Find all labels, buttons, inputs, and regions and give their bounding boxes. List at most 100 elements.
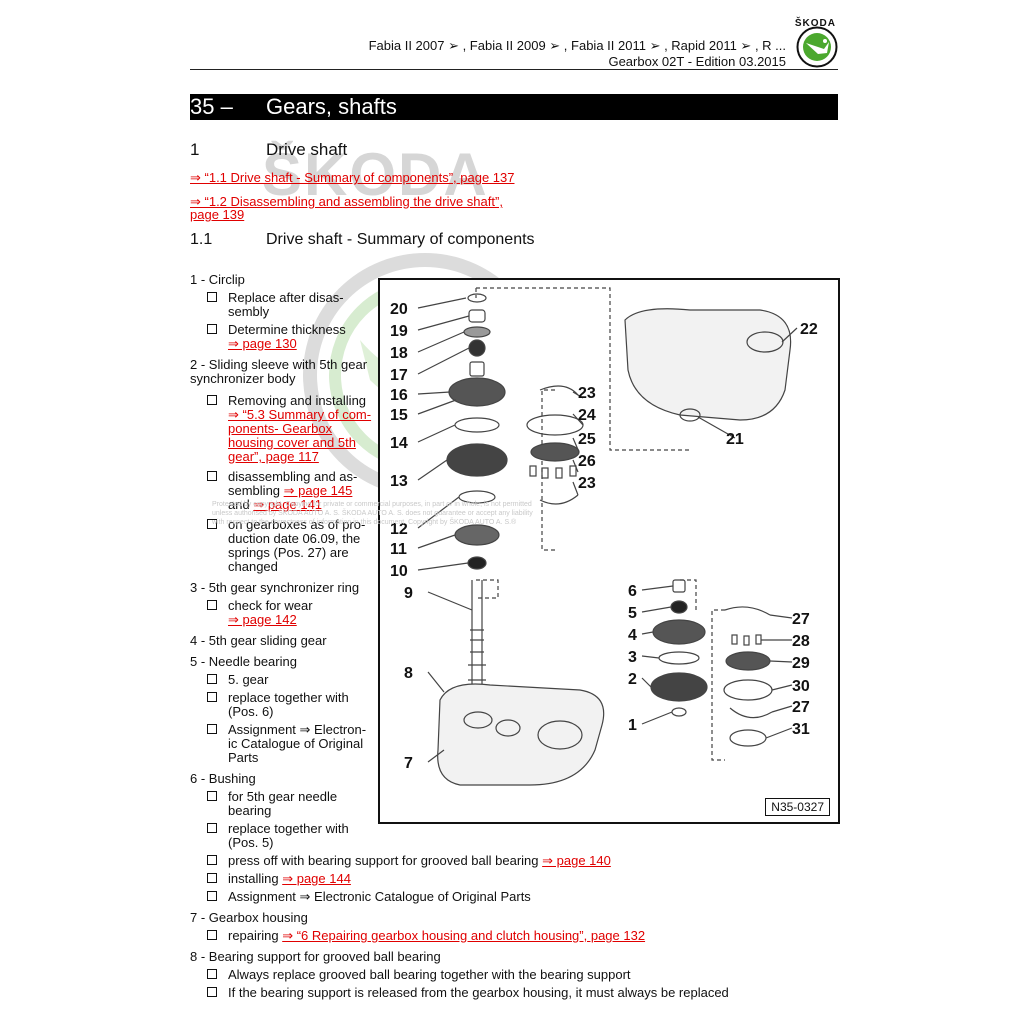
item-1: 1 - Circlip Replace after disas-sembly D… [190,273,750,351]
callout-24: 24 [578,407,596,424]
callout-1: 1 [628,717,637,734]
checkbox-bullet-icon [207,969,217,979]
subchapter-number: 1.1 [190,231,213,248]
callout-28: 28 [792,633,810,650]
bullet-text: sembling [228,483,284,498]
callout-11: 11 [390,541,407,558]
bullet-text: Parts [228,750,259,765]
header-models: Fabia II 2007 ➢ , Fabia II 2009 ➢ , Fabi… [368,38,786,53]
link-gearbox-cover[interactable]: gear”, page 117 [228,449,319,464]
bullet-text: press off with bearing support for groov… [228,853,543,868]
link-gearbox-cover[interactable]: ponents- Gearbox [228,421,333,436]
item-4: 4 - 5th gear sliding gear [190,634,750,648]
callout-17: 17 [390,367,408,384]
callout-22: 22 [800,321,818,338]
bullet-text: and [228,497,254,512]
sub-bullet: disassembling and as- sembling ⇒ page 14… [190,470,750,512]
callout-3: 3 [628,649,637,666]
bullet-text: replace together with [228,690,349,705]
sub-bullet: If the bearing support is released from … [190,986,750,1000]
bullet-text: springs (Pos. 27) are [228,545,349,560]
link-gearbox-cover[interactable]: ⇒ “5.3 Summary of com- [228,407,372,422]
item-title: 1 - Circlip [190,272,245,287]
checkbox-bullet-icon [207,674,217,684]
exploded-drawing: 20 19 18 17 16 15 14 13 12 11 10 9 8 7 2… [390,287,818,786]
item-title: 5 - Needle bearing [190,654,297,669]
callout-7: 7 [404,755,413,772]
bullet-text: sembly [228,304,270,319]
item-title: 4 - 5th gear sliding gear [190,633,327,648]
sub-bullet: Removing and installing ⇒ “5.3 Summary o… [190,394,750,464]
item-title: synchronizer body [190,371,296,386]
callout-15: 15 [390,407,408,424]
bullet-text: (Pos. 5) [228,835,274,850]
section-number: 35 – [190,94,233,119]
callout-27a: 27 [792,611,810,628]
sub-bullet: on gearboxes as of pro- duction date 06.… [190,518,750,574]
callout-31: 31 [792,721,810,738]
link-page-144[interactable]: ⇒ page 144 [282,871,351,886]
bullet-text: (Pos. 6) [228,704,274,719]
checkbox-bullet-icon [207,891,217,901]
link-page-141[interactable]: ⇒ page 141 [253,497,323,512]
link-disassembling-line1[interactable]: ⇒ “1.2 Disassembling and assembling the … [190,194,503,209]
checkbox-bullet-icon [207,873,217,883]
sub-bullet: press off with bearing support for groov… [190,854,750,868]
callout-5: 5 [628,605,637,622]
link-page-142[interactable]: ⇒ page 142 [228,612,297,627]
sub-bullet: Determine thickness⇒ page 130 [190,323,750,351]
checkbox-bullet-icon [207,519,217,529]
bullet-text: Assignment ⇒ Electronic Catalogue of Ori… [228,889,531,904]
sub-bullet: replace together with(Pos. 5) [190,822,750,850]
callout-8: 8 [404,665,413,682]
bullet-text: duction date 06.09, the [228,531,361,546]
bullet-text: on gearboxes as of pro- [228,517,366,532]
item-title: 3 - 5th gear synchronizer ring [190,580,360,595]
link-page-145[interactable]: ⇒ page 145 [283,483,353,498]
notice-line-1: Protected by copyright. Copying for priv… [212,501,532,508]
item-title: 6 - Bushing [190,771,256,786]
copyright-notice: Protected by copyright. Copying for priv… [212,500,632,527]
link-gearbox-cover[interactable]: housing cover and 5th [228,435,356,450]
notice-line-2: unless authorised by ŠKODA AUTO A. S. ŠK… [212,510,533,517]
sub-bullet: Assignment ⇒ Electron-ic Catalogue of Or… [190,723,750,765]
callout-18: 18 [390,345,408,362]
checkbox-bullet-icon [207,324,217,334]
bullet-text: Replace after disas- [228,290,344,305]
exploded-view-figure: 20 19 18 17 16 15 14 13 12 11 10 9 8 7 2… [378,278,840,824]
section-title: Gears, shafts [266,94,397,119]
sub-bullet: replace together with(Pos. 6) [190,691,750,719]
checkbox-bullet-icon [207,930,217,940]
section-bar: 35 – Gears, shafts [190,94,838,120]
link-disassembling-line2[interactable]: page 139 [190,207,245,222]
link-page-130[interactable]: ⇒ page 130 [228,336,297,351]
bullet-text: check for wear [228,598,313,613]
callout-26: 26 [578,453,596,470]
callout-9: 9 [404,585,413,602]
link-repairing-housing[interactable]: ⇒ “6 Repairing gearbox housing and clutc… [282,928,646,943]
callout-20: 20 [390,301,408,318]
sub-bullet: Always replace grooved ball bearing toge… [190,968,750,982]
notice-line-3: with respect to the correctness of infor… [212,519,517,526]
callout-29: 29 [792,655,810,672]
callout-19: 19 [390,323,408,340]
callout-13: 13 [390,473,408,490]
bullet-text: bearing [228,803,272,818]
sub-bullet: check for wear⇒ page 142 [190,599,750,627]
callout-25: 25 [578,431,596,448]
callout-23a: 23 [578,385,596,402]
checkbox-bullet-icon [207,395,217,405]
item-5: 5 - Needle bearing 5. gear replace toget… [190,655,750,765]
link-page-140[interactable]: ⇒ page 140 [542,853,611,868]
checkbox-bullet-icon [207,724,217,734]
link-summary-components[interactable]: ⇒ “1.1 Drive shaft - Summary of componen… [190,170,515,185]
bullet-text: 5. gear [228,672,269,687]
callout-14: 14 [390,435,408,452]
callout-4: 4 [628,627,637,644]
checkbox-bullet-icon [207,823,217,833]
bullet-text: If the bearing support is released from … [228,985,729,1000]
checkbox-bullet-icon [207,791,217,801]
bullet-text: Determine thickness [228,322,346,337]
header-rule [190,69,838,70]
